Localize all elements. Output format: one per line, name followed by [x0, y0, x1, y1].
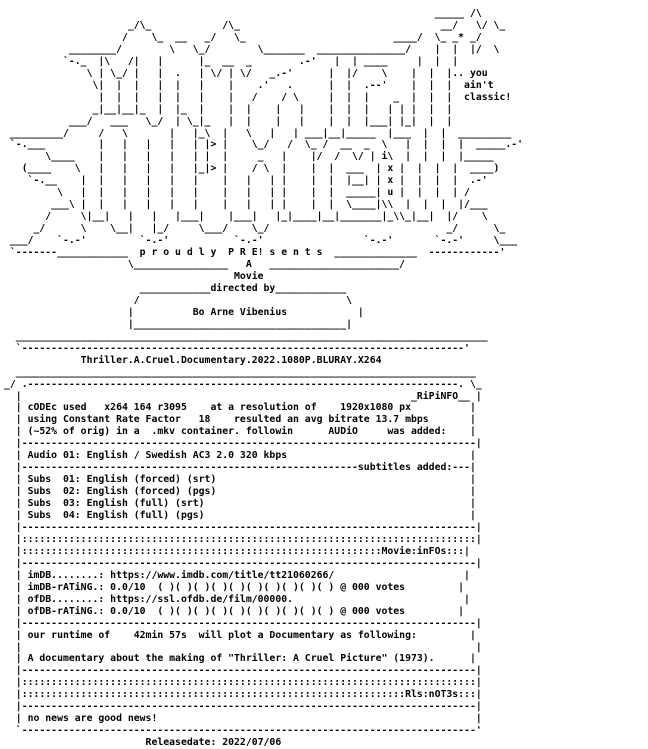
nfo-line: | ofDB-rATiNG.: 0.0/10 ( )( )( )( )( )( …	[4, 605, 465, 617]
nfo-text: _____ /\ _/\_ /\_ __/ \/ \_ / \_ __ _/ \…	[4, 8, 523, 749]
nfo-line: ________________________________________…	[4, 330, 488, 342]
nfo-line: | | | | | | | / / \ | | | _ | | | classi…	[4, 91, 512, 103]
nfo-line: `---------------------------------------…	[4, 342, 470, 354]
nfo-line: _________/ / \ | |_\ | \ | | ___|__|____…	[4, 127, 512, 139]
nfo-line: _____ /\	[4, 8, 482, 19]
nfo-line: (____ \ | | | | |_|> | / \ | | | ___ | x…	[4, 163, 500, 175]
nfo-line: ________/ \ \_/ \_______ _______________…	[4, 43, 500, 55]
nfo-line: | cODEc used x264 164 r3095 at a resolut…	[4, 402, 476, 414]
nfo-line: `-------____________ p r o u d l y P R E…	[4, 247, 506, 259]
nfo-line: | _RiPiNFO__ |	[4, 390, 482, 402]
nfo-line: `---------------------------------------…	[4, 725, 482, 737]
nfo-line: | (~52% of orig) in a .mkv container. fo…	[4, 426, 476, 438]
nfo-line: | Bo Arne Vibenius |	[4, 306, 364, 318]
nfo-line: |:::::::::::::::::::::::::::::::::::::::…	[4, 545, 470, 557]
nfo-line: \ | | | | | | | | | | | | _____| u | | |…	[4, 187, 470, 199]
nfo-line: | |	[4, 641, 482, 653]
nfo-line: Thriller.A.Cruel.Documentary.2022.1080P.…	[4, 354, 382, 366]
nfo-line: | A documentary about the making of "Thr…	[4, 653, 476, 665]
nfo-line: ___\ | | | | | | | | | | | | \____|\\ | …	[4, 199, 488, 211]
nfo-line: \| | | | | | | .' . | | .--' | | | ain't	[4, 79, 494, 91]
nfo-line: | Subs 02: English (forced) (pgs) |	[4, 486, 476, 498]
nfo-line: _/\_ /\_ __/ \/ \_	[4, 19, 506, 31]
nfo-line: |---------------------------------------…	[4, 701, 482, 713]
nfo-line: |____________________________________|	[4, 318, 352, 330]
nfo-line: ________________________________________…	[4, 366, 476, 378]
nfo-line: |:::::::::::::::::::::::::::::::::::::::…	[4, 533, 482, 545]
nfo-line: |---------------------------------------…	[4, 557, 482, 569]
nfo-line: | using Constant Rate Factor 18 resulted…	[4, 414, 476, 426]
nfo-line: | imDB-rATiNG.: 0.0/10 ( )( )( )( )( )( …	[4, 581, 465, 593]
nfo-line: | Subs 01: English (forced) (srt) |	[4, 474, 476, 486]
nfo-line: ___/ ___ \_/ | \_|_ | | | | | | |___| |_…	[4, 115, 453, 127]
nfo-line: ___/ `-.-' `-.-' `-.-' `-.-' `-.-' \___	[4, 235, 518, 247]
nfo-line: _/ \ \__| |_/ \___/ \_/ _/ \_	[4, 223, 506, 235]
nfo-line: | no news are good news! |	[4, 713, 482, 725]
nfo-line: | Subs 03: English (full) (srt) |	[4, 498, 476, 510]
nfo-line: `-.__ | | | | | | | | | | | | |__| | x |…	[4, 175, 488, 187]
nfo-line: \ | \_/ | | . | \/ | \/ _.-' | |/ \ | | …	[4, 67, 488, 79]
nfo-line: | Audio 01: English / Swedish AC3 2.0 32…	[4, 450, 476, 462]
nfo-line: _/ .------------------------------------…	[4, 378, 482, 390]
nfo-line: |---------------------------------------…	[4, 438, 482, 450]
nfo-line: |---------------------------------------…	[4, 521, 482, 533]
nfo-line: |---------------------------------------…	[4, 617, 482, 629]
nfo-line: _|__|__|_ | |_ | | | | | | | | | | | | |	[4, 103, 453, 115]
nfo-line: |---------------------------------------…	[4, 462, 476, 474]
nfo-line: Releasedate: 2022/07/06	[4, 737, 282, 749]
nfo-line: | ofDB........: https://ssl.ofdb.de/film…	[4, 593, 470, 605]
nfo-line: Movie	[4, 270, 264, 282]
nfo-line: / \_ __ _/ \_ ____/ \_ _* _/	[4, 31, 482, 43]
nfo-line: ____________directed by____________	[4, 282, 347, 294]
nfo-line: / \	[4, 294, 352, 306]
nfo-line: \________________ A ____________________…	[4, 259, 406, 271]
nfo-line: `-.___ | | | | | |> | \_/ / \_ / __ _ \ …	[4, 139, 524, 151]
nfo-line: | Subs 04: English (full) (pgs) |	[4, 510, 476, 522]
nfo-line: `-._ |\ /| | |_ __ _ .-' | | ____ | | |	[4, 55, 459, 67]
nfo-line: | imDB........: https://www.imdb.com/tit…	[4, 569, 470, 581]
nfo-line: | our runtime of 42min 57s will plot a D…	[4, 629, 476, 641]
nfo-line: |:::::::::::::::::::::::::::::::::::::::…	[4, 689, 482, 701]
nfo-line: |---------------------------------------…	[4, 665, 482, 677]
nfo-line: |:::::::::::::::::::::::::::::::::::::::…	[4, 677, 482, 689]
nfo-line: / \|__| | | |___| |___| |_|____|__|_____…	[4, 211, 488, 223]
nfo-line: \____ | | | | | | | _ | |/ / \/ | i\ | |…	[4, 151, 494, 163]
nfo-document: { "nfo": { "lines": [ " _____ /\\", " _/…	[4, 8, 524, 749]
